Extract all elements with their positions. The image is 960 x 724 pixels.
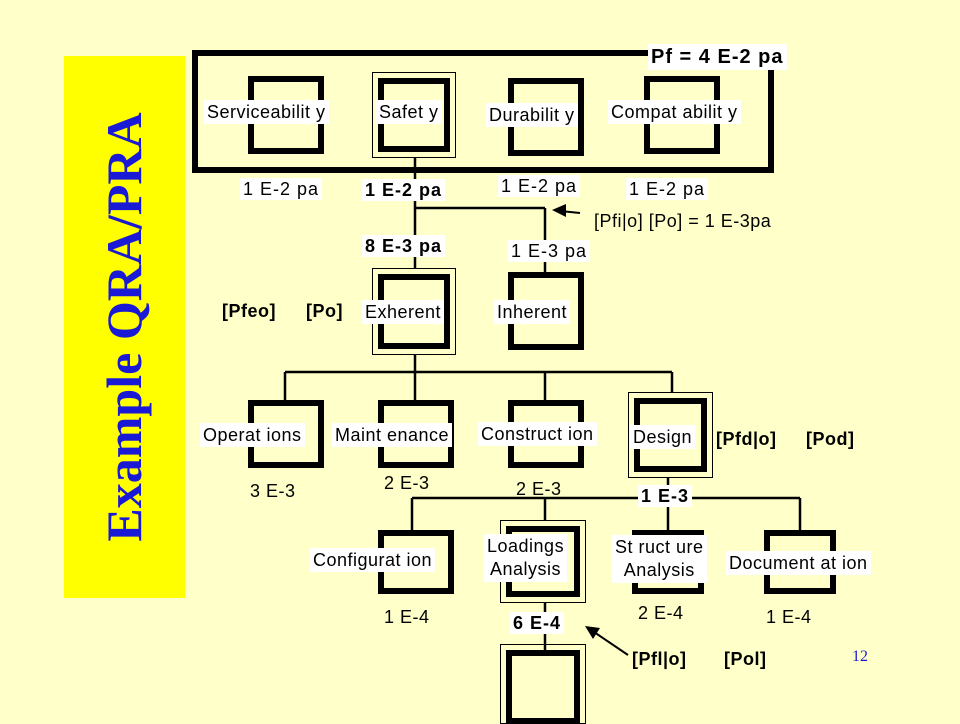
- design-value: 1 E-3: [638, 485, 693, 507]
- exherent-label: Exherent: [362, 300, 445, 324]
- design-frame: [628, 392, 713, 478]
- page-number: 12: [852, 648, 868, 665]
- safety-value: 1 E-2 pa: [362, 179, 446, 201]
- maintenance-value: 2 E-3: [384, 473, 430, 493]
- operations-value: 3 E-3: [250, 481, 296, 501]
- compatability-label: Compat abilit y: [608, 100, 741, 124]
- loadings-label: Loadings Analysis: [484, 534, 568, 582]
- serviceability-label: Serviceabilit y: [204, 100, 329, 124]
- compatability-value: 1 E-2 pa: [626, 178, 709, 200]
- top-frame: [192, 50, 774, 173]
- title-band: [64, 56, 185, 598]
- design-note-pfdo: [Pfd|o]: [716, 429, 777, 449]
- serviceability-value: 1 E-2 pa: [240, 178, 323, 200]
- configuration-value: 1 E-4: [384, 607, 430, 627]
- loadings-note-pol: [Pol]: [724, 649, 767, 669]
- structure-value: 2 E-4: [638, 603, 684, 623]
- safety-label: Safet y: [376, 100, 442, 124]
- documentation-label: Document at ion: [726, 551, 871, 575]
- durability-value: 1 E-2 pa: [498, 175, 581, 197]
- loadings-note-pflo: [Pfl|o]: [632, 649, 687, 669]
- construction-label: Construct ion: [478, 422, 597, 446]
- durability-label: Durabilit y: [486, 103, 578, 127]
- design-note-pod: [Pod]: [806, 429, 855, 449]
- inherent-label: Inherent: [494, 300, 571, 324]
- top-probability: Pf = 4 E-2 pa: [648, 44, 787, 70]
- design-label: Design: [630, 425, 696, 449]
- construction-value: 2 E-3: [516, 479, 562, 499]
- operations-label: Operat ions: [200, 423, 305, 447]
- child-box: [506, 650, 580, 724]
- maintenance-label: Maint enance: [332, 423, 453, 447]
- loadings-value: 6 E-4: [510, 612, 565, 634]
- structure-label: St ruct ure Analysis: [612, 535, 707, 583]
- exherent-note-po: [Po]: [306, 301, 343, 321]
- safety-frame: [372, 72, 456, 158]
- exherent-value: 8 E-3 pa: [362, 235, 446, 257]
- configuration-label: Configurat ion: [310, 548, 436, 572]
- conditional-note: [Pfi|o] [Po] = 1 E-3pa: [594, 211, 772, 231]
- inherent-value: 1 E-3 pa: [508, 240, 591, 262]
- exherent-note-pfeo: [Pfeo]: [222, 301, 276, 321]
- documentation-value: 1 E-4: [766, 607, 812, 627]
